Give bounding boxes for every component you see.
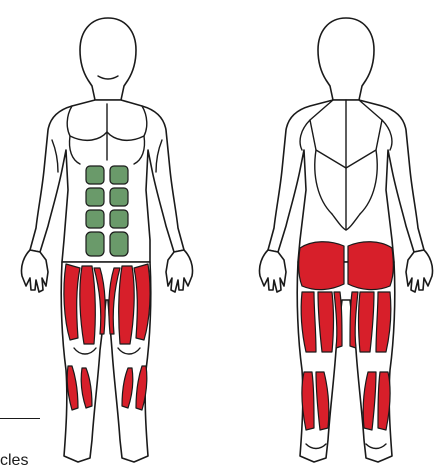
front-left-hand bbox=[21, 250, 48, 292]
caption-rule bbox=[0, 418, 40, 419]
front-right-hand bbox=[166, 250, 193, 292]
back-head bbox=[318, 18, 374, 100]
front-head bbox=[80, 18, 136, 100]
back-left-hand bbox=[259, 250, 286, 292]
back-hamstrings bbox=[301, 292, 391, 352]
caption-text: cles bbox=[0, 451, 28, 471]
back-right-hand bbox=[406, 250, 433, 292]
back-body-figure bbox=[259, 18, 432, 462]
front-body-figure bbox=[21, 18, 192, 462]
